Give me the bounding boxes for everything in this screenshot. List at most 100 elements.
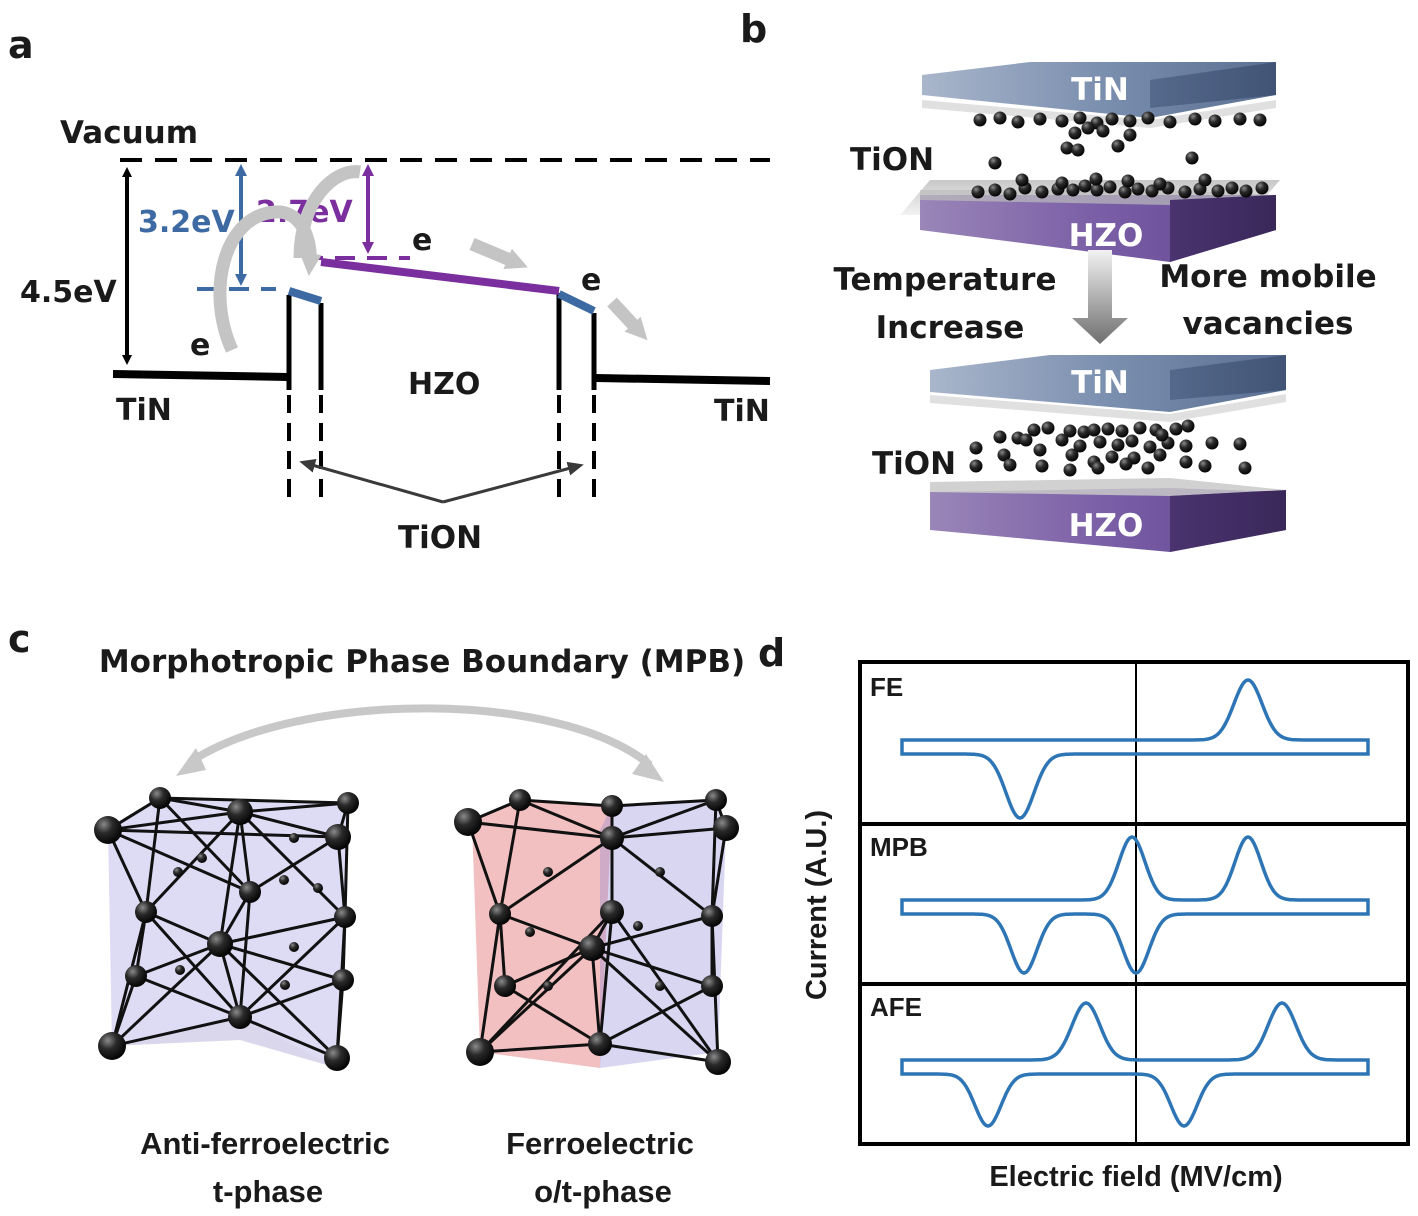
lattice-bond [239, 978, 344, 1019]
vacancy-dot [1178, 185, 1192, 199]
lattice-bond [599, 1042, 719, 1064]
hzo-label-bottom: HZO [1069, 508, 1144, 544]
vacancy-dot [1096, 124, 1110, 138]
vacancy-dot [993, 430, 1007, 444]
subplot-label-afe: AFE [870, 992, 922, 1022]
panel-c-letter: c [8, 617, 31, 661]
lattice-atom [600, 900, 624, 924]
lattice-atom [207, 931, 233, 957]
emission-arrow [607, 297, 648, 341]
top-stack: HZO TiN TiON [850, 62, 1280, 262]
vacancy-dot [1255, 181, 1269, 195]
vacancy-dot [1066, 183, 1080, 197]
vacancy-dot [1093, 435, 1107, 449]
tin-left-fermi-level [112, 370, 289, 381]
lattice-bond [478, 913, 502, 1053]
vacancy-dot [1073, 111, 1087, 125]
vacancy-dot [1123, 114, 1137, 128]
fe-lattice [454, 789, 739, 1075]
vacancy-dot [988, 183, 1002, 197]
vacancy-dot [1253, 113, 1267, 127]
lattice-atom [509, 789, 531, 811]
afe-unit-cell [94, 787, 359, 1071]
vacancy-dot [1019, 433, 1033, 447]
vacancy-dot [1033, 112, 1047, 126]
electron-label-3: e [581, 263, 601, 298]
vacancy-dot [1003, 187, 1017, 201]
vacancies-bottom [969, 419, 1252, 477]
lattice-bond [159, 796, 241, 814]
lattice-bond [111, 1015, 241, 1048]
vacancy-dot [1027, 423, 1041, 437]
lattice-bond [239, 1015, 338, 1060]
small-atom [279, 875, 289, 885]
vacancy-dot [1065, 448, 1079, 462]
plot-frame [858, 660, 1410, 1146]
tion-pointer-right [442, 461, 584, 504]
vacancy-dot [1143, 440, 1157, 454]
vacancy-dot [1118, 185, 1132, 199]
tin-slab-bottom-side [1170, 355, 1286, 400]
vacancy-dot [1131, 182, 1145, 196]
vacancy-dot [1239, 184, 1253, 198]
lattice-bond [110, 942, 222, 1048]
vacancy-dot [1055, 176, 1069, 190]
vacancy-dot [1198, 459, 1212, 473]
lattice-bond [107, 828, 251, 894]
label-3-2ev: 3.2eV [138, 205, 235, 240]
lattice-bond [144, 797, 162, 913]
vacancy-dot [1163, 115, 1177, 129]
tion-pointer-left [299, 458, 444, 504]
small-atom [280, 980, 290, 990]
lattice-bond [611, 798, 717, 840]
lattice-atom [701, 905, 723, 927]
lattice-atom [135, 901, 157, 923]
vacancy-dot [1133, 421, 1147, 435]
vacancy-dot [973, 113, 987, 127]
lattice-bond [158, 796, 252, 894]
lattice-bond [219, 915, 346, 946]
vacancy-dot [988, 156, 1002, 170]
lattice-bond [107, 828, 339, 839]
vacuum-label: Vacuum [60, 115, 198, 151]
vacancy-dot [1011, 115, 1025, 129]
lattice-bond [710, 827, 728, 917]
vacancy-dot [1035, 459, 1049, 473]
lattice-atom [98, 1032, 126, 1060]
panel-d: d FE MPB AFE Current (A.U.) Electric fie… [758, 631, 1410, 1193]
lattice-atom [705, 789, 727, 811]
vacancy-dot [1125, 434, 1139, 448]
tin-label-bottom: TiN [1071, 365, 1129, 401]
vacancy-dot [1123, 128, 1137, 142]
small-atom [313, 883, 323, 893]
fe-caption-line1: Ferroelectric [506, 1126, 694, 1161]
hzo-slab-bottom-side [1170, 490, 1286, 552]
subplot-label-fe: FE [870, 672, 903, 702]
vacancy-dot [971, 185, 985, 199]
vacancy-dot [1063, 424, 1077, 438]
lattice-bond [504, 984, 601, 1046]
vacancy-dot [1073, 439, 1087, 453]
mpb-title: Morphotropic Phase Boundary (MPB) [99, 644, 745, 680]
hzo-label-top: HZO [1069, 218, 1144, 254]
vacancy-dot [997, 448, 1011, 462]
vacancy-dot [1155, 428, 1169, 442]
tion-band-left [287, 287, 323, 305]
lattice-bond [335, 979, 345, 1059]
lattice-bond [610, 911, 720, 1063]
lattice-bond [499, 912, 593, 950]
vacancy-dot [1181, 419, 1195, 433]
lattice-bond [710, 799, 718, 917]
lattice-atom [466, 1038, 494, 1066]
lattice-atom [239, 881, 261, 903]
lattice-bond [219, 942, 344, 982]
fe-cell-blue-half [600, 800, 726, 1068]
vacancy-dot [1121, 174, 1135, 188]
afe-lattice [94, 787, 359, 1071]
temperature-down-arrow [1072, 250, 1128, 344]
lattice-atom [494, 975, 516, 997]
vacancy-dot [1091, 461, 1105, 475]
drift-arrow [469, 238, 528, 270]
vacancy-dot [1198, 173, 1212, 187]
tin-right-fermi-level [595, 374, 771, 385]
